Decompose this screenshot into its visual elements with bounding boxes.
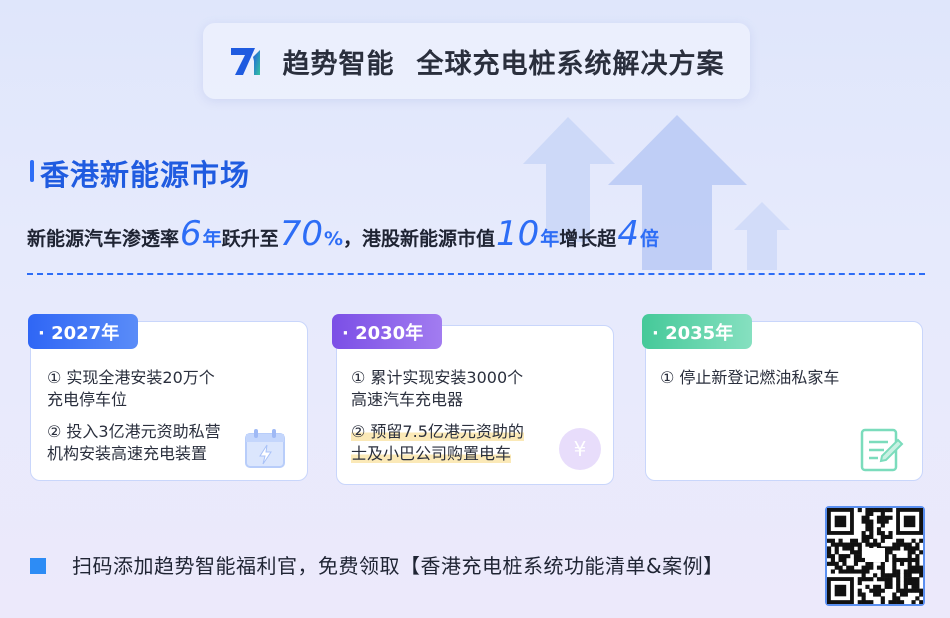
stat-text-1: 新能源汽车渗透率 xyxy=(27,228,180,250)
stat-unit-2: % xyxy=(323,228,343,250)
stat-text-3: ，港股新能源市值 xyxy=(343,228,496,250)
stat-number-3: 10 xyxy=(496,214,540,254)
section-title: 香港新能源市场 xyxy=(40,158,251,192)
charger-calendar-icon xyxy=(245,429,285,468)
card-2027-line-2: 充电停车位 xyxy=(47,390,128,409)
stat-unit-4: 倍 xyxy=(639,228,659,250)
svg-text:¥: ¥ xyxy=(574,437,587,461)
qr-code-graphic xyxy=(827,508,924,605)
card-2027-line-3: ② 投入3亿港元资助私营 xyxy=(47,422,221,441)
stats-line: 新能源汽车渗透率 6 年 跃升至 70 % ，港股新能源市值 10 年 增长超 … xyxy=(27,214,659,254)
card-2027: · 2027年 ① 实现全港安装20万个 充电停车位 ② 投入3亿港元资助私营 … xyxy=(28,314,308,481)
card-2035: · 2035年 ① 停止新登记燃油私家车 xyxy=(642,314,923,481)
document-edit-icon xyxy=(860,428,904,472)
card-2030-line-1: ① 累计实现安装3000个 xyxy=(351,368,524,387)
stat-unit-1: 年 xyxy=(202,228,222,250)
brand-logo-icon xyxy=(230,48,260,75)
card-2030: · 2030年 ① 累计实现安装3000个 高速汽车充电器 ② 预留7.5亿港元… xyxy=(332,314,614,485)
card-2027-line-1: ① 实现全港安装20万个 xyxy=(47,368,215,387)
yen-coin-icon: ¥ xyxy=(559,428,601,470)
card-2030-line-4: 士及小巴公司购置电车 xyxy=(351,444,512,463)
card-2030-line-2: 高速汽车充电器 xyxy=(351,390,464,409)
title-accent-bar xyxy=(30,160,34,182)
bullet-square xyxy=(30,558,46,574)
header-banner: 趋势智能 全球充电桩系统解决方案 xyxy=(203,23,750,99)
stat-number-4: 4 xyxy=(617,214,639,254)
year-badge-2030: · 2030年 xyxy=(332,314,442,349)
stat-text-2: 跃升至 xyxy=(221,228,279,250)
stat-unit-3: 年 xyxy=(540,228,560,250)
dashed-divider xyxy=(27,273,925,275)
year-badge-2035: · 2035年 xyxy=(642,314,752,349)
stat-number-2: 70 xyxy=(279,214,323,254)
stat-text-4: 增长超 xyxy=(559,228,617,250)
card-2030-line-3: ② 预留7.5亿港元资助的 xyxy=(351,422,524,441)
qr-code-icon[interactable] xyxy=(825,506,925,606)
card-2027-line-4: 机构安装高速充电装置 xyxy=(47,444,208,463)
header-tagline: 全球充电桩系统解决方案 xyxy=(416,48,725,80)
year-badge-2027: · 2027年 xyxy=(28,314,138,349)
footer-cta-text: 扫码添加趋势智能福利官，免费领取【香港充电桩系统功能清单&案例】 xyxy=(72,554,724,578)
brand-name: 趋势智能 xyxy=(282,48,395,80)
growth-arrows-graphic xyxy=(523,115,790,270)
card-2035-line-1: ① 停止新登记燃油私家车 xyxy=(660,368,840,387)
stat-number-1: 6 xyxy=(180,214,202,254)
